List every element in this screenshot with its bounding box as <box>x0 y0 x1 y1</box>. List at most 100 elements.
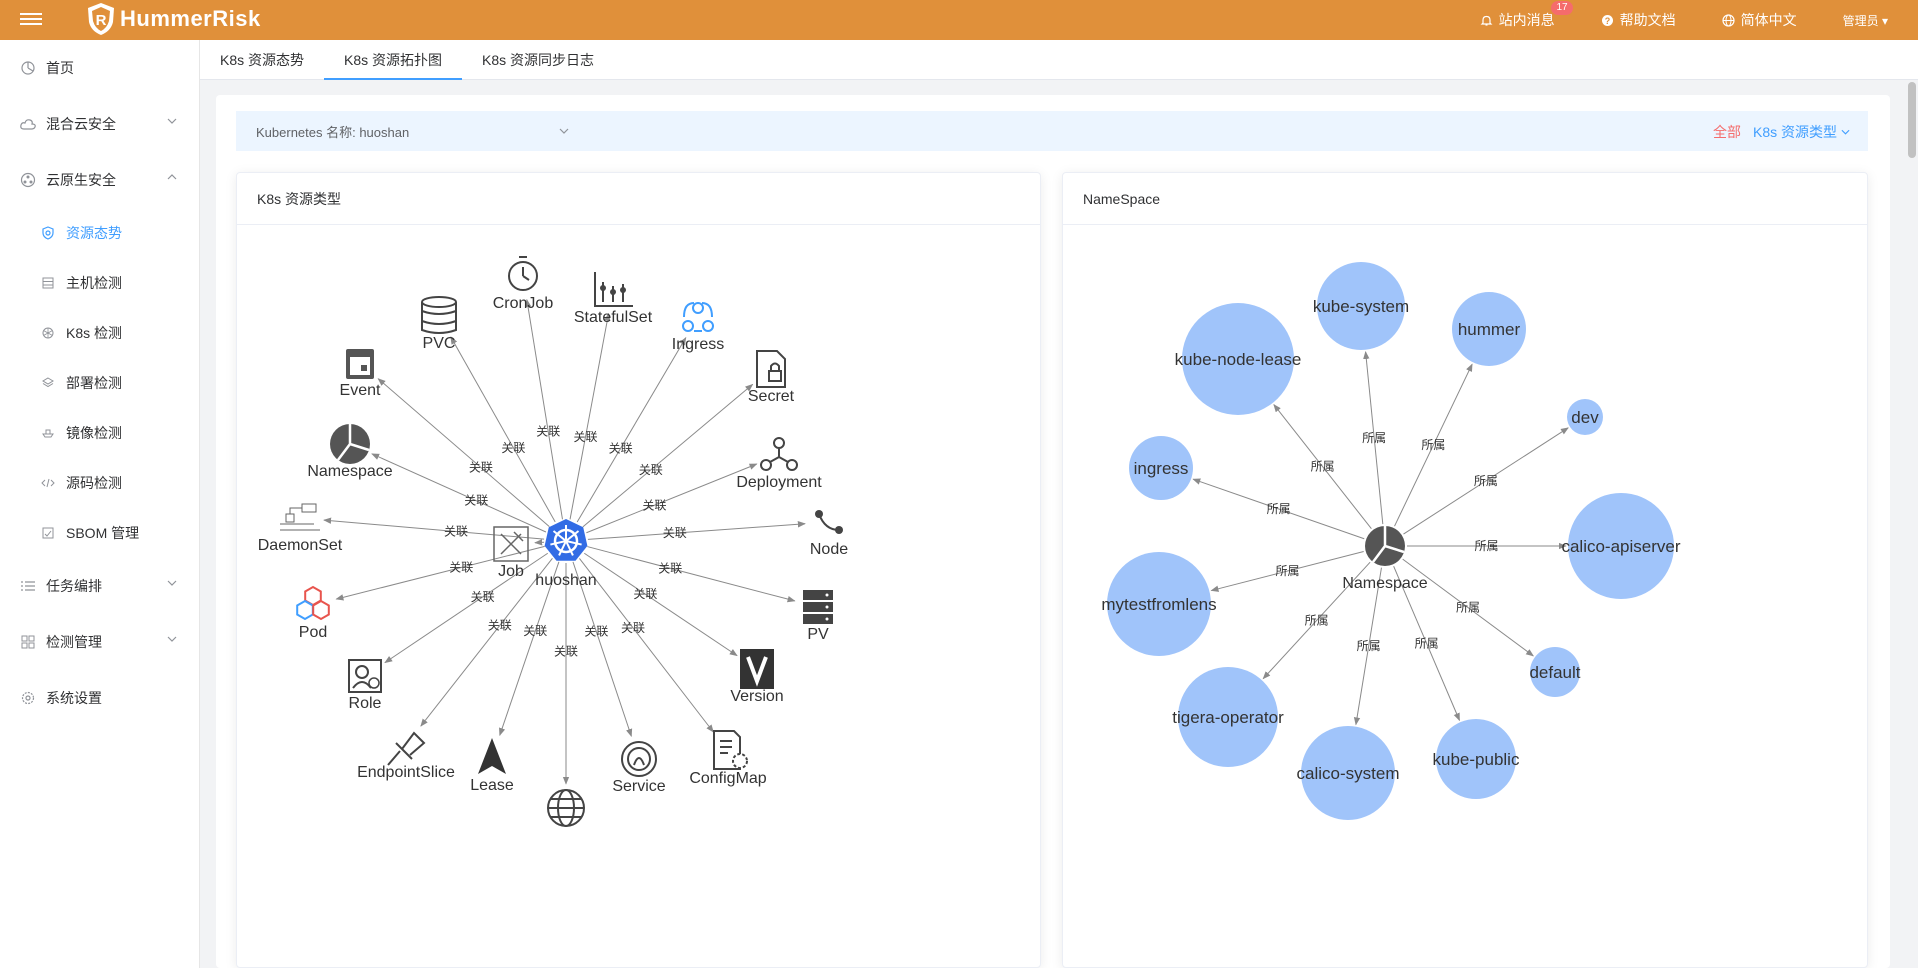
edge-daemonset <box>323 517 545 540</box>
language-label: 简体中文 <box>1740 12 1797 28</box>
namespace-node-hummer[interactable]: hummer <box>1452 292 1526 366</box>
node-secret[interactable]: Secret <box>748 350 795 405</box>
node-endpointslice[interactable]: EndpointSlice <box>357 731 455 781</box>
sidebar-item-task-orchestration[interactable]: 任务编排 <box>0 558 199 614</box>
menu-toggle-icon[interactable] <box>20 10 42 30</box>
edge-role <box>384 552 549 664</box>
namespace-graph[interactable]: 所属所属所属所属所属所属所属所属所属所属所属kube-systemhummerd… <box>1063 226 1869 968</box>
node-ingress[interactable]: Ingress <box>672 302 724 353</box>
sidebar-subitem-code-check[interactable]: 源码检测 <box>0 458 199 508</box>
messages-badge: 17 <box>1551 1 1573 15</box>
edge-label: 关联 <box>573 430 597 444</box>
namespace-node-kube-system[interactable]: kube-system <box>1313 262 1409 350</box>
namespace-node-kube-public[interactable]: kube-public <box>1433 719 1520 799</box>
filter-all-link[interactable]: 全部 <box>1712 124 1741 140</box>
node-label: PV <box>807 626 829 643</box>
edge-pvc <box>450 336 556 523</box>
namespace-node-calico-apiserver[interactable]: calico-apiserver <box>1561 493 1681 599</box>
node-statefulset[interactable]: StatefulSet <box>574 272 653 326</box>
resource-type-graph[interactable]: 关联关联关联关联关联关联关联关联关联关联关联关联关联关联关联关联关联关联关联Cr… <box>237 226 1042 968</box>
language-button[interactable]: 简体中文 <box>1722 10 1797 30</box>
help-icon: ? <box>1601 14 1613 26</box>
center-node-namespace[interactable]: Namespace <box>1342 526 1428 592</box>
nodes-group: kube-system hummer dev calico-apiserver defa… <box>1101 262 1681 820</box>
namespace-node-default[interactable]: default <box>1529 647 1581 697</box>
resource-type-dropdown[interactable]: K8s 资源类型 <box>1753 122 1850 142</box>
svg-text:R: R <box>96 12 107 29</box>
node-daemonset[interactable]: DaemonSet <box>258 503 343 554</box>
sidebar-item-detection-management[interactable]: 检测管理 <box>0 614 199 670</box>
sidebar-item-home[interactable]: 首页 <box>0 40 199 96</box>
messages-button[interactable]: 站内消息 17 <box>1480 1 1573 30</box>
edge-label: 关联 <box>501 441 525 455</box>
sidebar-item-label: 检测管理 <box>46 634 102 650</box>
sidebar-subitem-deploy-check[interactable]: 部署检测 <box>0 358 199 408</box>
node-pod[interactable]: Pod <box>296 585 330 641</box>
edge-label: 关联 <box>469 460 493 474</box>
node-service[interactable]: Service <box>612 741 666 795</box>
node-cronjob[interactable]: CronJob <box>493 256 554 312</box>
edge-kube-system <box>1363 350 1384 525</box>
namespace-node-ingress[interactable]: ingress <box>1129 436 1193 500</box>
edge-label: 关联 <box>658 561 682 575</box>
sidebar-subitem-label: 部署检测 <box>66 375 122 391</box>
sidebar-subitem-host-check[interactable]: 主机检测 <box>0 258 199 308</box>
scrollbar[interactable] <box>1908 82 1916 158</box>
sidebar-subitem-sbom[interactable]: SBOM 管理 <box>0 508 199 558</box>
node-label: ConfigMap <box>689 770 766 787</box>
sidebar-item-cloud-native[interactable]: 云原生安全 <box>0 152 199 208</box>
logo[interactable]: R HummerRisk <box>86 2 261 36</box>
edge-label: 关联 <box>633 587 657 601</box>
namespace-node-tigera-operator[interactable]: tigera-operator <box>1172 667 1284 767</box>
center-node-huoshan[interactable]: huoshan <box>535 519 597 589</box>
sidebar-subitem-label: K8s 检测 <box>66 325 123 341</box>
user-menu[interactable]: 管理员 ▾ <box>1843 12 1888 29</box>
tab-k8s-topology[interactable]: K8s 资源拓扑图 <box>324 40 463 80</box>
edge-label: 关联 <box>621 621 645 635</box>
globe-icon <box>1722 13 1735 27</box>
sidebar-subitem-k8s-check[interactable]: K8s 检测 <box>0 308 199 358</box>
help-button[interactable]: ? 帮助文档 <box>1601 10 1676 30</box>
edge-secret <box>582 383 754 528</box>
sidebar-item-label: 任务编排 <box>46 578 102 594</box>
resource-type-card: K8s 资源类型 关联关联关联关联关联关联关联关联关联关联关联关联关联关联关联关… <box>236 172 1041 968</box>
namespace-node-kube-node-lease[interactable]: kube-node-lease <box>1175 303 1302 415</box>
node-lease[interactable]: Lease <box>470 738 514 794</box>
node-pv[interactable]: PV <box>803 590 833 643</box>
logo-shield-icon: R <box>88 3 114 35</box>
edge-label: 所属 <box>1415 636 1439 650</box>
node-event[interactable]: Event <box>340 349 381 399</box>
node-job[interactable]: Job <box>493 526 529 580</box>
node-configmap[interactable]: ConfigMap <box>689 730 767 787</box>
edge-label: 关联 <box>488 618 512 632</box>
sidebar-subitem-resource-posture[interactable]: 资源态势 <box>0 208 199 258</box>
edge-label: 所属 <box>1456 601 1480 615</box>
card-title: NameSpace <box>1063 173 1867 225</box>
namespace-node-mytestfromlens[interactable]: mytestfromlens <box>1101 552 1217 656</box>
sidebar: 首页 混合云安全 云原生安全 资源态势 主机检测 K8s 检测 部署检测 镜像检… <box>0 40 200 968</box>
namespace-label: kube-public <box>1433 750 1520 769</box>
node-deployment[interactable]: Deployment <box>736 437 822 491</box>
cluster-select[interactable]: Kubernetes 名称: huoshan <box>256 122 569 141</box>
edge-hummer <box>1394 363 1473 527</box>
namespace-label: mytestfromlens <box>1101 595 1216 614</box>
sidebar-subitem-label: 镜像检测 <box>66 425 122 441</box>
tab-k8s-sync-log[interactable]: K8s 资源同步日志 <box>482 52 595 68</box>
edge-version <box>583 552 738 657</box>
chevron-down-icon <box>167 636 177 642</box>
namespace-node-calico-system[interactable]: calico-system <box>1297 726 1400 820</box>
node-pvc[interactable]: PVC <box>421 296 457 352</box>
node-namespace[interactable]: Namespace <box>307 424 393 480</box>
node-node[interactable]: Node <box>810 510 848 558</box>
node-version[interactable]: Version <box>730 649 784 705</box>
sidebar-item-hybrid-cloud[interactable]: 混合云安全 <box>0 96 199 152</box>
tab-k8s-posture[interactable]: K8s 资源态势 <box>220 52 305 68</box>
sidebar-subitem-image-check[interactable]: 镜像检测 <box>0 408 199 458</box>
sidebar-item-settings[interactable]: 系统设置 <box>0 670 199 726</box>
node-role[interactable]: Role <box>348 659 382 712</box>
namespace-node-dev[interactable]: dev <box>1567 399 1603 435</box>
tab-bar: K8s 资源态势 K8s 资源拓扑图 K8s 资源同步日志 <box>200 40 1918 80</box>
settings-icon <box>20 690 36 706</box>
edge-label: 所属 <box>1267 502 1291 516</box>
node-globe[interactable] <box>547 789 585 827</box>
